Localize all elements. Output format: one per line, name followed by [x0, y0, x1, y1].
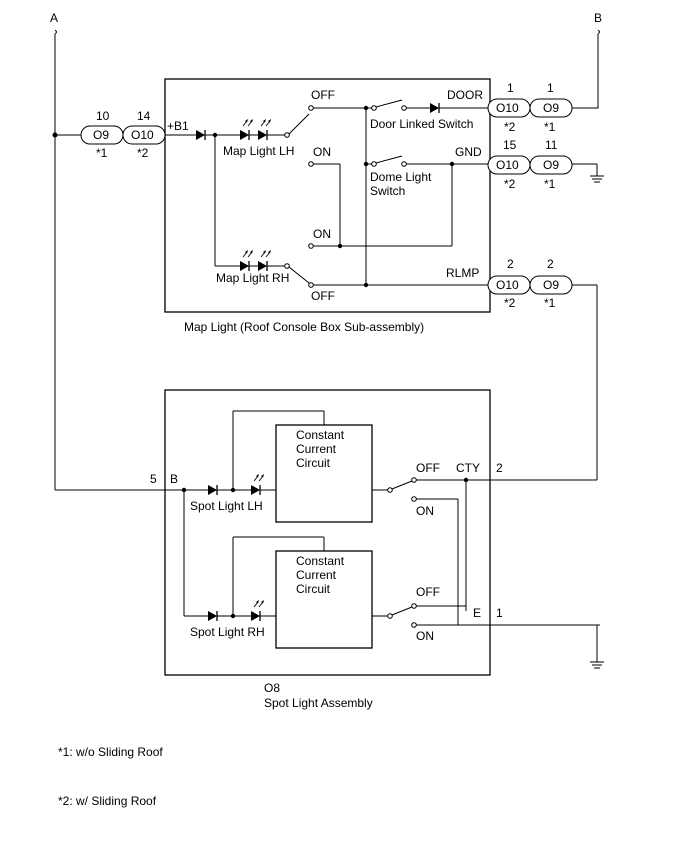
input-pin-o9: 10 — [96, 109, 110, 123]
spot-light-rh-label: Spot Light RH — [190, 625, 265, 639]
rlmp-pin-o9: 2 — [547, 257, 554, 271]
note-2: *2: w/ Sliding Roof — [58, 794, 157, 808]
input-note-o9: *1 — [96, 146, 108, 160]
spot-light-title: Spot Light Assembly — [264, 696, 373, 710]
spot-light-box — [164, 389, 491, 676]
map-rh-off-label: OFF — [311, 289, 335, 303]
input-conn-o10: O10 — [131, 128, 154, 142]
door-pin-o10: 1 — [507, 81, 514, 95]
input-pin-o10: 14 — [137, 109, 151, 123]
sw1-on-label: ON — [416, 504, 434, 518]
gnd-conn-o10: O10 — [496, 158, 519, 172]
sw2-off-label: OFF — [416, 585, 440, 599]
ccc2-line1: Constant — [296, 554, 345, 568]
door-note-o9: *1 — [544, 120, 556, 134]
note-1: *1: w/o Sliding Roof — [58, 745, 163, 759]
map-light-box — [164, 78, 491, 313]
door-pin-o9: 1 — [547, 81, 554, 95]
spot-b-pin: 5 — [150, 472, 157, 486]
rlmp-note-o9: *1 — [544, 296, 556, 310]
map-rh-on-label: ON — [313, 227, 331, 241]
gnd-note-o10: *2 — [504, 177, 516, 191]
gnd-pin-o10: 15 — [503, 138, 517, 152]
door-linked-switch-label: Door Linked Switch — [370, 117, 473, 131]
map-light-lh-label: Map Light LH — [223, 144, 294, 158]
ccc1-line3: Circuit — [296, 456, 331, 470]
sw2-on-label: ON — [416, 629, 434, 643]
sw1-off-label: OFF — [416, 461, 440, 475]
ccc1-line1: Constant — [296, 428, 345, 442]
dome-switch-label-2: Switch — [370, 184, 405, 198]
dome-switch-label-1: Dome Light — [370, 170, 432, 184]
ccc2-line3: Circuit — [296, 582, 331, 596]
rlmp-pin-o10: 2 — [507, 257, 514, 271]
cty-pin-label: 2 — [496, 461, 503, 475]
e-term-label: E — [473, 606, 481, 620]
gnd-pin-o9: 11 — [545, 138, 558, 152]
door-note-o10: *2 — [504, 120, 516, 134]
map-lh-on-label: ON — [313, 145, 331, 159]
door-conn-o10: O10 — [496, 101, 519, 115]
map-light-title: Map Light (Roof Console Box Sub-assembly… — [184, 320, 424, 334]
spot-light-lh-label: Spot Light LH — [190, 499, 263, 513]
map-light-rh-label: Map Light RH — [216, 271, 289, 285]
map-lh-off-label: OFF — [311, 88, 335, 102]
cty-term-label: CTY — [456, 461, 480, 475]
rlmp-conn-o9: O9 — [543, 278, 559, 292]
spot-b-term: B — [170, 472, 178, 486]
terminal-b-label: B — [594, 11, 602, 25]
input-conn-o9: O9 — [93, 128, 109, 142]
ccc2-line2: Current — [296, 568, 337, 582]
gnd-conn-o9: O9 — [543, 158, 559, 172]
door-conn-o9: O9 — [543, 101, 559, 115]
e-pin-label: 1 — [496, 606, 503, 620]
door-terminal-label: DOOR — [447, 88, 483, 102]
gnd-terminal-label: GND — [455, 145, 482, 159]
rlmp-note-o10: *2 — [504, 296, 516, 310]
input-note-o10: *2 — [137, 146, 149, 160]
rlmp-conn-o10: O10 — [496, 278, 519, 292]
ccc1-line2: Current — [296, 442, 337, 456]
rlmp-terminal-label: RLMP — [446, 266, 479, 280]
terminal-a-label: A — [50, 11, 58, 25]
gnd-note-o9: *1 — [544, 177, 556, 191]
terminal-b1-label: +B1 — [167, 119, 189, 133]
spot-light-connector: O8 — [264, 681, 280, 695]
